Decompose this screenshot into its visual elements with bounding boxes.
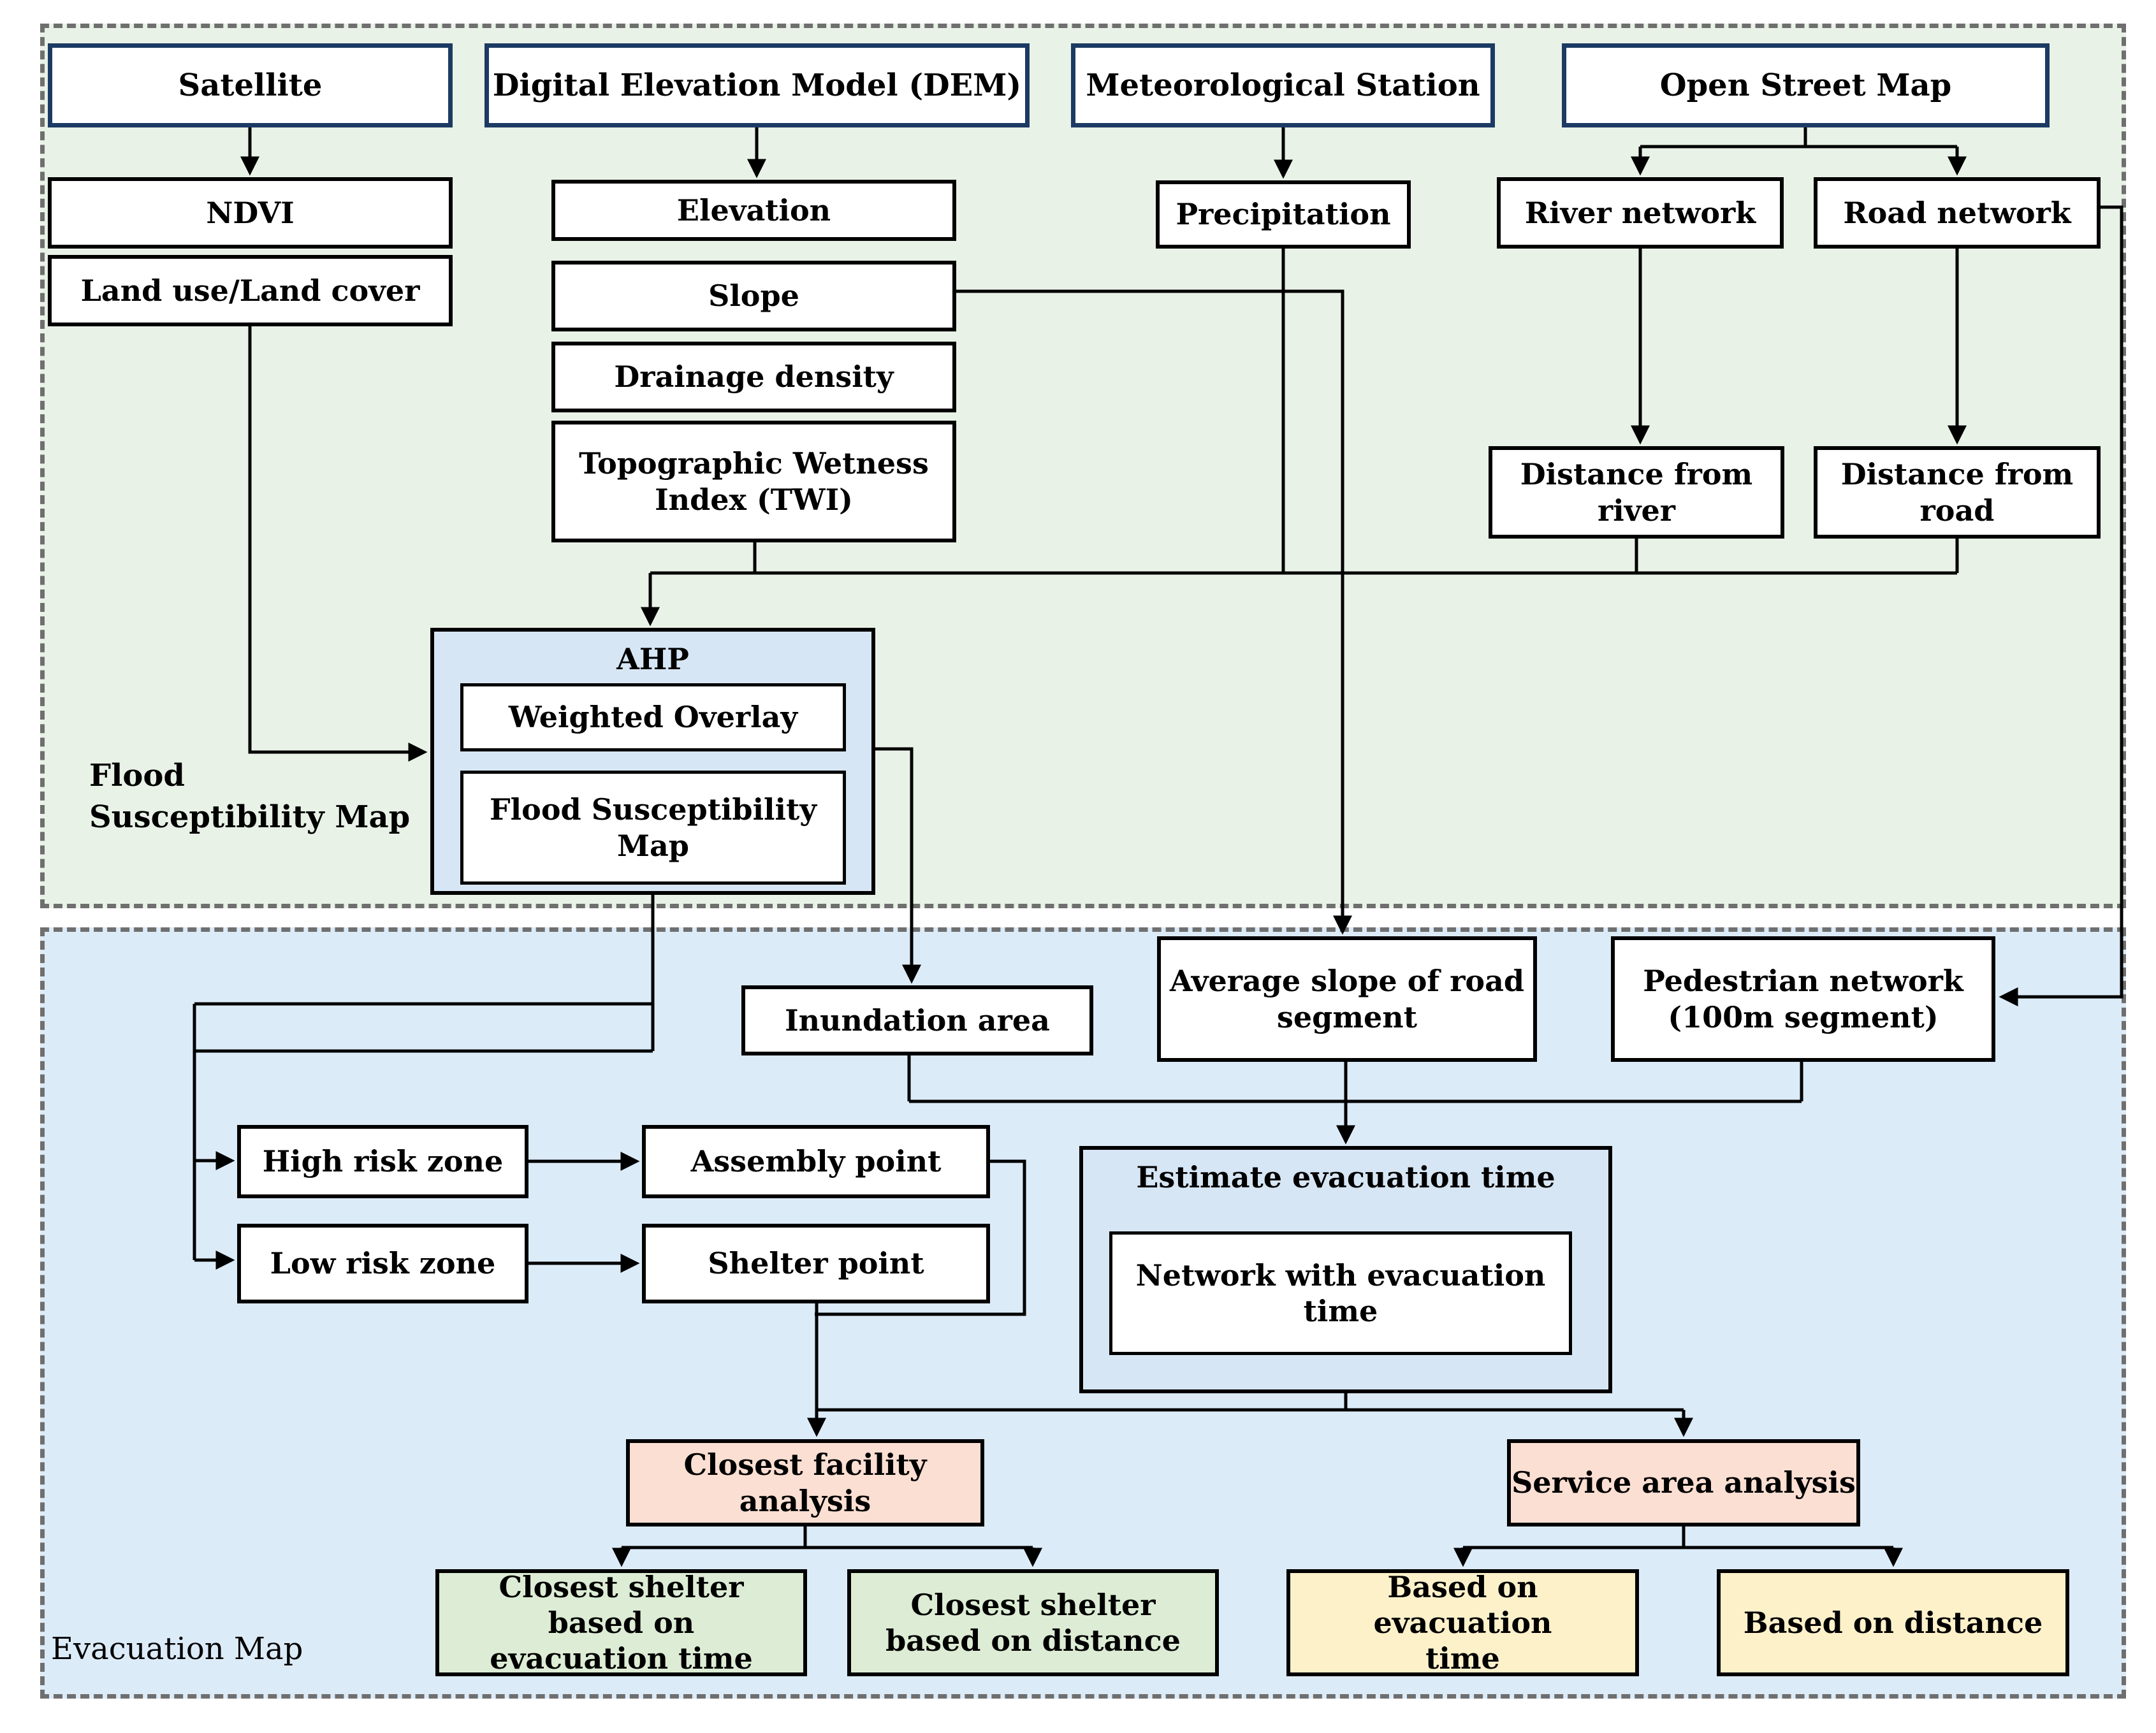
flood-region-label-line2: Susceptibility Map (89, 799, 411, 835)
node-shelter-point: Shelter point (642, 1224, 990, 1303)
ahp-title: AHP (616, 642, 689, 676)
node-distance-from-road: Distance from road (1814, 446, 2101, 539)
node-distance-from-river: Distance from river (1489, 446, 1784, 539)
node-closest-shelter-distance: Closest shelter based on distance (847, 1569, 1219, 1676)
node-assembly-point: Assembly point (642, 1125, 990, 1198)
evacuation-region-label: Evacuation Map (51, 1631, 303, 1667)
flood-region-label: Flood Susceptibility Map (89, 755, 410, 838)
node-flood-susceptibility-map: Flood Susceptibility Map (460, 771, 846, 885)
node-closest-shelter-evacuation-time: Closest shelter based on evacuation time (435, 1569, 807, 1676)
node-meteorological-station: Meteorological Station (1071, 43, 1495, 127)
node-closest-facility-analysis: Closest facility analysis (626, 1439, 984, 1526)
node-based-on-evacuation-time: Based on evacuation time (1286, 1569, 1639, 1676)
node-land-use-land-cover: Land use/Land cover (48, 255, 453, 326)
estimate-evacuation-time-title: Estimate evacuation time (1136, 1160, 1555, 1194)
node-average-slope-of-road-segment: Average slope of road segment (1157, 936, 1537, 1062)
node-dem: Digital Elevation Model (DEM) (484, 43, 1030, 127)
node-service-area-analysis: Service area analysis (1507, 1439, 1860, 1526)
node-road-network: Road network (1814, 177, 2101, 249)
node-open-street-map: Open Street Map (1562, 43, 2050, 127)
node-low-risk-zone: Low risk zone (237, 1224, 528, 1303)
node-elevation: Elevation (551, 180, 956, 241)
node-ndvi: NDVI (48, 177, 453, 249)
node-precipitation: Precipitation (1156, 180, 1411, 249)
flood-region-label-line1: Flood (89, 758, 185, 794)
node-drainage-density: Drainage density (551, 342, 956, 412)
node-high-risk-zone: High risk zone (237, 1125, 528, 1198)
node-pedestrian-network: Pedestrian network (100m segment) (1611, 936, 1995, 1062)
node-twi: Topographic Wetness Index (TWI) (551, 421, 956, 542)
node-inundation-area: Inundation area (741, 985, 1093, 1055)
node-based-on-distance: Based on distance (1717, 1569, 2069, 1676)
node-satellite: Satellite (48, 43, 453, 127)
node-network-with-evacuation-time: Network with evacuation time (1109, 1231, 1572, 1355)
node-weighted-overlay: Weighted Overlay (460, 683, 846, 751)
node-slope: Slope (551, 261, 956, 331)
node-river-network: River network (1497, 177, 1784, 249)
